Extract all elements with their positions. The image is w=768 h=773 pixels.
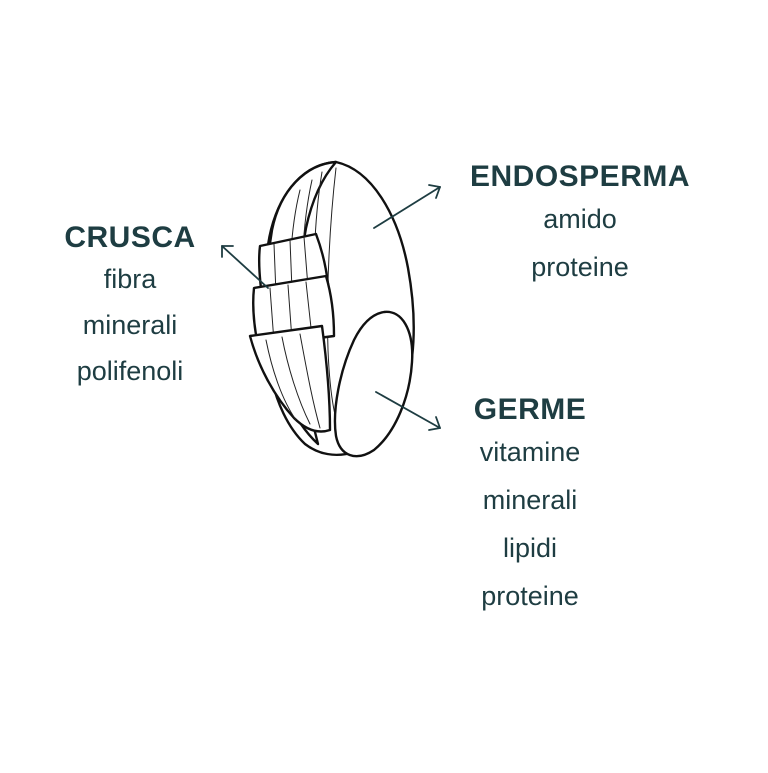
germe-item-vitamine: vitamine (479, 437, 581, 467)
crusca-item-polifenoli: polifenoli (76, 356, 184, 386)
label-endosperma: ENDOSPERMA amido proteine (455, 159, 705, 291)
bran-layer-line (265, 339, 297, 421)
bran-layer-line (281, 336, 311, 425)
bran-layer-bottom (248, 324, 332, 433)
germe-item-lipidi: lipidi (502, 533, 558, 563)
arrow-crusca (221, 245, 269, 289)
crusca-title: CRUSCA (64, 221, 196, 254)
germe-item-minerali: minerali (482, 485, 578, 515)
endosperma-item-proteine: proteine (531, 252, 629, 282)
germe-title: GERME (473, 393, 587, 426)
crusca-item-minerali: minerali (82, 310, 178, 340)
germe-item-proteine: proteine (481, 581, 579, 611)
label-crusca: CRUSCA fibra minerali polifenoli (40, 220, 220, 394)
arrow-germe (375, 391, 441, 431)
crusca-item-fibra: fibra (103, 264, 157, 294)
endosperma-title: ENDOSPERMA (469, 160, 691, 193)
label-germe: GERME vitamine minerali lipidi proteine (445, 392, 615, 620)
arrow-endosperma (373, 184, 441, 229)
endosperma-item-amido: amido (543, 204, 617, 234)
germ (333, 310, 414, 458)
bran-layer-line (299, 333, 321, 429)
